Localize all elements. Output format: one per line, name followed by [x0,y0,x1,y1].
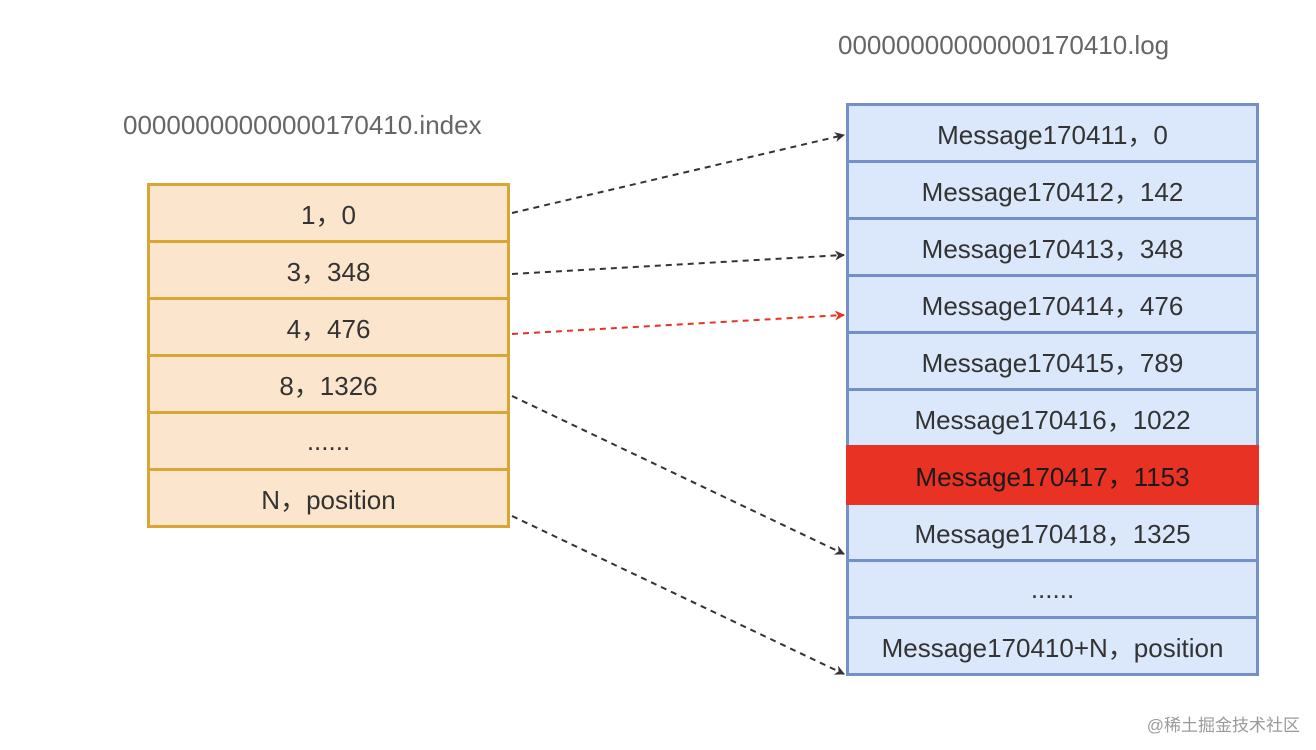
index-file-table: 1，0 3，348 4，476 8，1326 ...... N，position [147,183,510,528]
log-message-highlighted: Message170417，1153 [846,445,1259,505]
log-message: Message170414，476 [846,274,1259,334]
arrow-index-to-log [511,515,845,675]
log-file-title: 00000000000000170410.log [838,30,1170,60]
arrow-index-to-log-highlighted [511,310,845,335]
log-message: Message170410+N，position [846,616,1259,676]
watermark: @稀土掘金技术社区 [1146,716,1300,735]
index-entry: 8，1326 [147,354,510,414]
index-entry: 3，348 [147,240,510,300]
arrow-index-to-log [511,250,845,275]
index-entry: N，position [147,468,510,528]
arrow-index-to-log [511,395,845,555]
index-file-title: 00000000000000170410.index [123,110,482,140]
log-message: Message170413，348 [846,217,1259,277]
arrow-index-to-log [511,132,845,214]
log-file-table: Message170411，0 Message170412，142 Messag… [846,103,1259,676]
